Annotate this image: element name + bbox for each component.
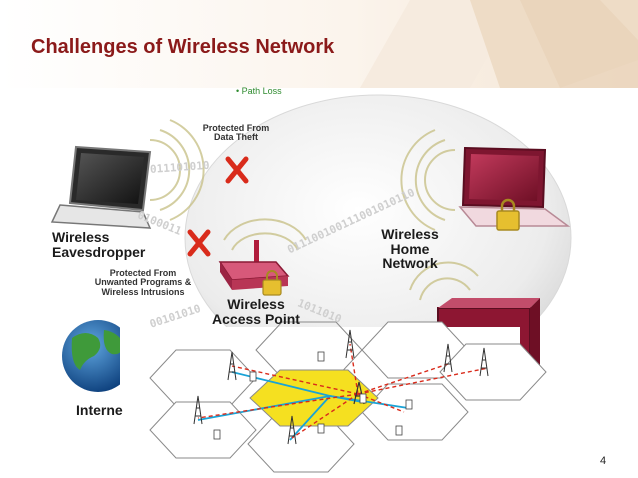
slide-title: Challenges of Wireless Network: [31, 36, 335, 58]
bullet-text: Path Loss: [241, 86, 282, 96]
wifi-signal-desktop: [409, 261, 479, 301]
cell-tower-icon: [193, 395, 203, 425]
home-laptop-icon: [458, 146, 571, 227]
blocked-x-icon: [187, 229, 211, 257]
router-padlock-icon: [262, 270, 282, 296]
eavesdropper-laptop-icon: [50, 145, 152, 229]
wifi-signal-home-laptop: [400, 129, 456, 231]
page-number: 4: [600, 455, 607, 467]
cell-tower-icon: [287, 415, 297, 445]
internet-label: Interne: [76, 402, 123, 418]
protected-from-theft-label: Protected From Data Theft: [202, 123, 270, 143]
cell-tower-icon: [227, 351, 237, 381]
padlock-icon: [496, 198, 520, 231]
wifi-signal-eavesdropper: [149, 119, 205, 221]
protected-from-intrusions-label: Protected From Unwanted Programs & Wirel…: [94, 268, 192, 297]
cellular-network-overlay: [120, 321, 547, 475]
blocked-x-icon: [225, 156, 249, 184]
cell-tower-icon: [345, 329, 355, 359]
home-network-label: Wireless Home Network: [381, 226, 439, 272]
eavesdropper-label: Wireless Eavesdropper: [52, 229, 146, 260]
cell-tower-icon: [479, 347, 489, 377]
header-band: [0, 0, 638, 88]
mobile-terminal-icon: [213, 351, 413, 440]
bullet-path-loss: • Path Loss: [236, 86, 282, 96]
access-point-label: Wireless Access Point: [212, 296, 300, 327]
header-wedge: [520, 0, 638, 88]
hex-cell-grid: [149, 321, 547, 473]
internet-globe-icon: [62, 320, 134, 392]
signal-links-red: [197, 343, 489, 439]
wifi-signal-router: [223, 218, 307, 251]
cell-tower-icon: [443, 343, 453, 373]
